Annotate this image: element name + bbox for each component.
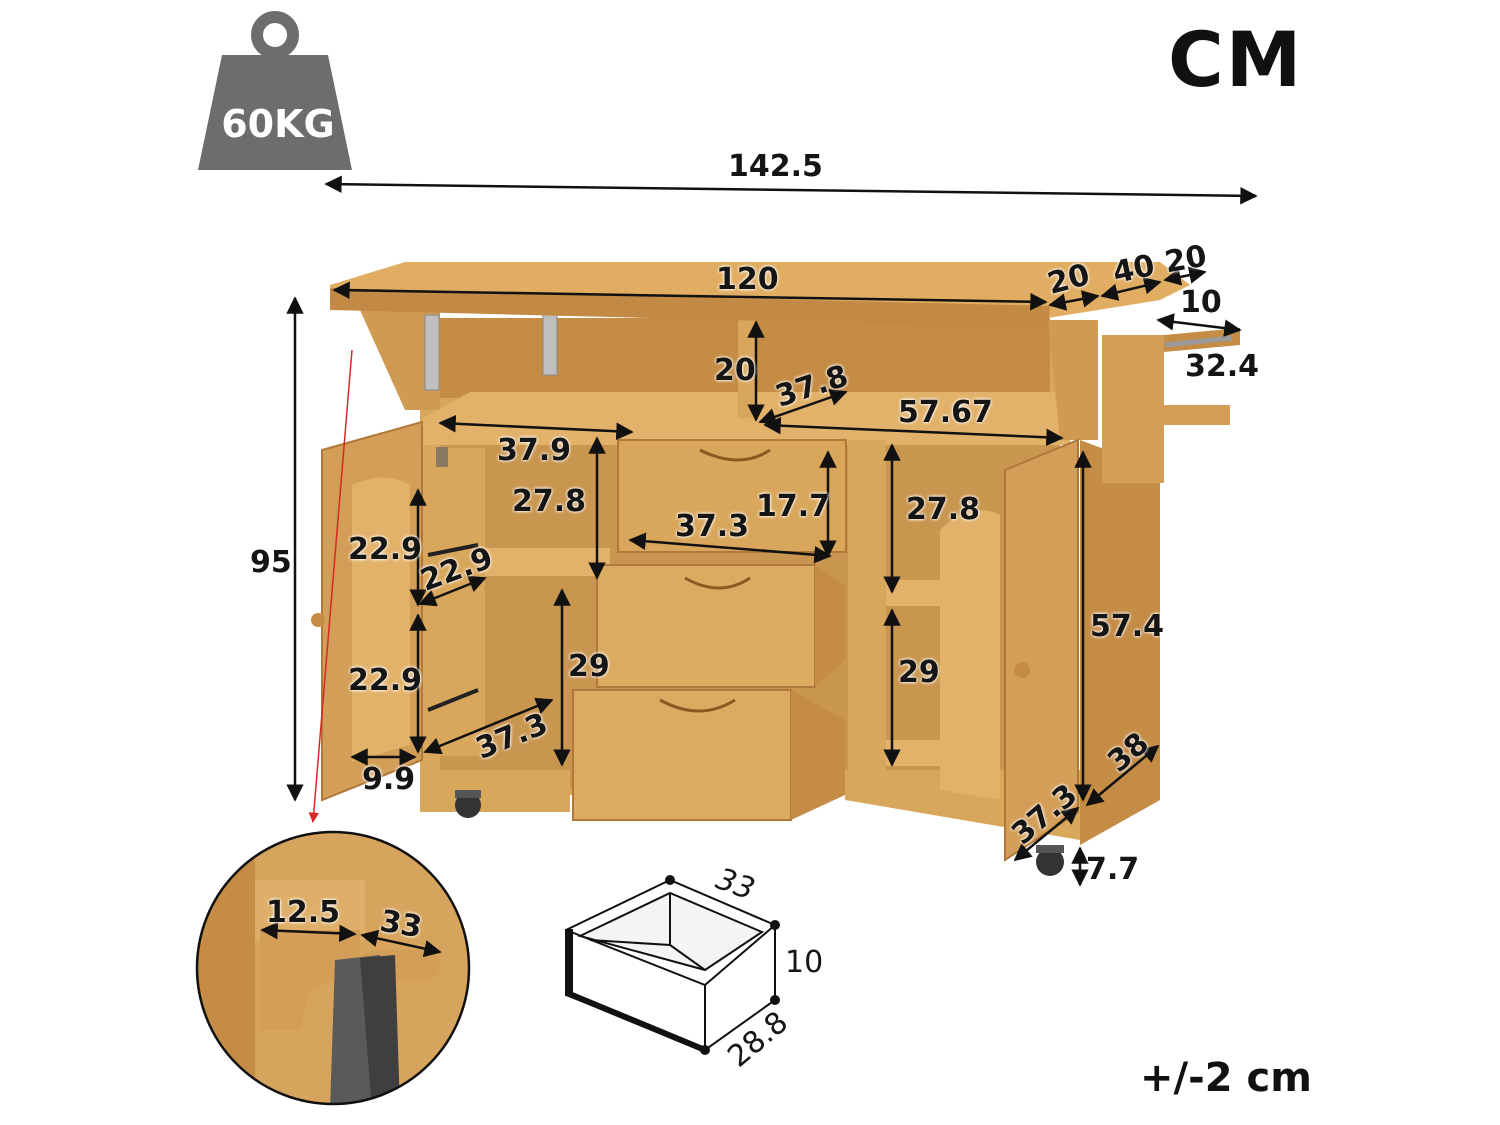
label-door-shelf-lower-height: 22.9	[348, 663, 423, 698]
label-caster-height: 7.7	[1086, 852, 1140, 887]
dim-line-overall-width	[324, 175, 1258, 205]
label-drawer-box-height: 10	[785, 945, 824, 980]
weight-label: 60KG	[221, 102, 335, 146]
detail-pointer-line	[308, 349, 353, 824]
label-right-compartment-height: 27.8	[906, 492, 981, 527]
label-height: 95	[250, 545, 292, 580]
label-drawer-height: 17.7	[756, 489, 831, 524]
unit-label: CM	[1168, 15, 1304, 104]
label-open-shelf-height: 20	[714, 353, 756, 388]
label-top-ext-20-b: 20	[1162, 238, 1210, 281]
label-shelf-width-right: 57.67	[898, 395, 993, 430]
dimension-lines	[332, 266, 1242, 887]
label-towel-rack-32-4: 32.4	[1185, 349, 1260, 384]
label-drawer-width: 37.3	[675, 509, 750, 544]
label-top-ext-40: 40	[1109, 248, 1158, 291]
label-overall-width: 142.5	[728, 149, 823, 184]
detail-magnifier	[195, 830, 471, 1106]
weight-icon	[198, 11, 352, 170]
label-hook-width: 12.5	[266, 895, 341, 930]
tolerance-label: +/-2 cm	[1140, 1055, 1312, 1101]
label-top-width: 120	[716, 262, 779, 297]
label-left-lower-height: 29	[568, 649, 610, 684]
label-right-side-height: 57.4	[1090, 609, 1165, 644]
label-door-depth: 9.9	[362, 762, 416, 797]
drawer-box-diagram	[565, 875, 780, 1055]
label-hook-length: 33	[377, 903, 425, 946]
label-right-lower-height: 29	[898, 655, 940, 690]
label-cabinet-width-left: 37.9	[497, 433, 572, 468]
label-towel-rack-10: 10	[1180, 285, 1222, 320]
label-left-compartment-height: 27.8	[512, 484, 587, 519]
label-door-shelf-upper-height: 22.9	[348, 532, 423, 567]
